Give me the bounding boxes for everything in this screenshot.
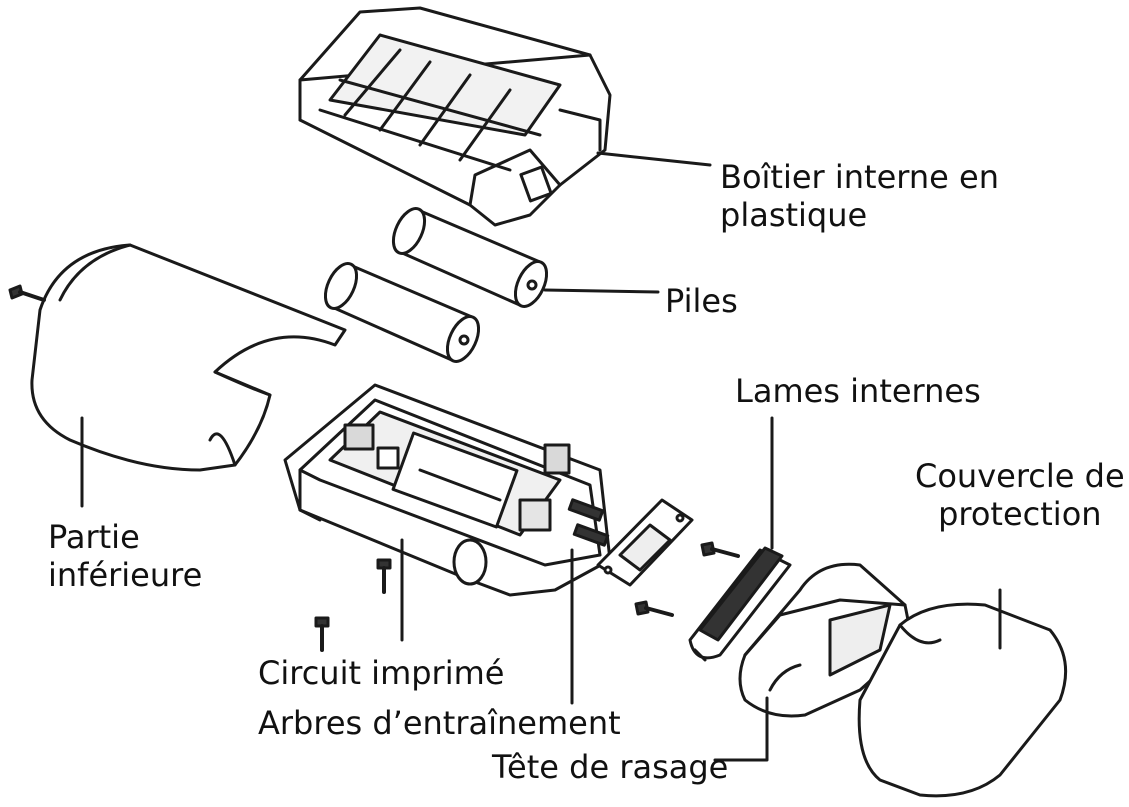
label-lower-part: Partie inférieure	[48, 518, 202, 594]
label-drive-shafts: Arbres d’entraînement	[258, 704, 621, 742]
label-circuit-board: Circuit imprimé	[258, 654, 505, 692]
label-shaving-head: Tête de rasage	[492, 748, 729, 786]
screws	[8, 284, 740, 652]
label-inner-housing-line2: plastique	[720, 196, 868, 234]
label-inner-housing-line1: Boîtier interne en	[720, 158, 999, 196]
label-inner-blades: Lames internes	[735, 372, 981, 410]
shaving-head	[738, 562, 912, 718]
label-lower-part-line1: Partie	[48, 518, 140, 556]
label-lower-part-line2: inférieure	[48, 556, 203, 594]
label-protective-cap-line2: protection	[938, 495, 1102, 533]
protective-cap	[857, 602, 1068, 798]
mounting-plate	[596, 498, 694, 587]
batteries	[323, 207, 549, 363]
circuit-board-assembly	[283, 383, 612, 597]
label-protective-cap: Couvercle de protection	[915, 457, 1125, 533]
inner-blades	[688, 546, 792, 662]
lower-casing	[30, 243, 347, 472]
label-batteries: Piles	[665, 282, 738, 320]
battery-lower	[323, 262, 481, 363]
inner-plastic-housing	[298, 6, 612, 227]
label-inner-housing: Boîtier interne en plastique	[720, 158, 999, 234]
label-protective-cap-line1: Couvercle de	[915, 457, 1125, 495]
battery-upper	[391, 207, 549, 308]
leader-lines	[80, 151, 1002, 762]
